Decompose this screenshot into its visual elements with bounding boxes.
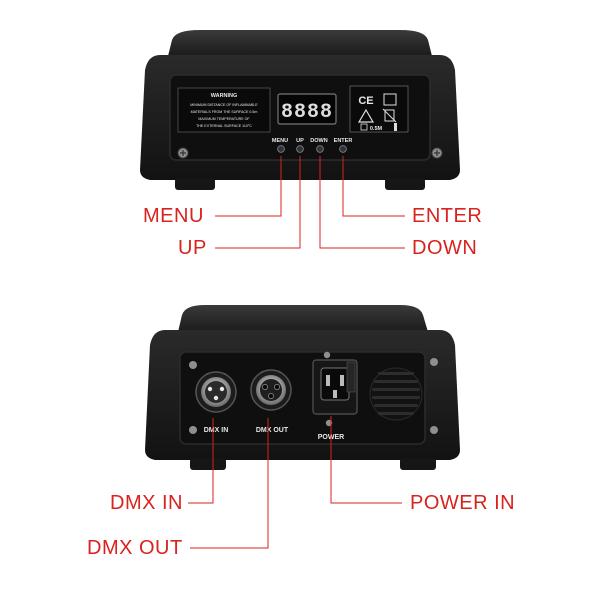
- warning-line: MATERIALS FROM THE SURFACE 0.5m: [191, 110, 258, 114]
- warning-title: WARNING: [211, 93, 238, 99]
- bottom-unit-foot-left: [190, 458, 226, 470]
- dmx-out-connector[interactable]: [250, 369, 292, 411]
- up-button[interactable]: [296, 145, 304, 153]
- callout-dmx-out: DMX OUT: [87, 537, 183, 559]
- bottom-unit-front-panel: [179, 351, 426, 445]
- vent-grille: [369, 367, 423, 421]
- screw-icon: [430, 426, 438, 434]
- warning-line: MINIMUM DISTANCE OF INFLAMMABLE: [190, 103, 258, 107]
- led-display-value: 8888: [281, 101, 333, 124]
- callout-dmx-in: DMX IN: [110, 492, 183, 514]
- distance-mark: 0.5M: [370, 126, 383, 132]
- label-bar: [394, 123, 397, 131]
- enter-button[interactable]: [339, 145, 347, 153]
- screw-icon: [189, 361, 197, 369]
- top-unit-foot-left: [175, 178, 215, 190]
- top-leader-lines: [215, 156, 405, 249]
- screw-icon: [189, 426, 197, 434]
- panel-label-down: DOWN: [310, 138, 327, 144]
- menu-button[interactable]: [277, 145, 285, 153]
- certification-box-icon: [383, 93, 397, 106]
- screw-slot: [434, 150, 440, 156]
- warning-label: WARNING MINIMUM DISTANCE OF INFLAMMABLE …: [177, 87, 271, 133]
- screw-slot: [180, 150, 186, 156]
- bottom-unit: DMX IN DMX OUT POWER: [145, 305, 460, 470]
- callout-up: UP: [178, 237, 207, 259]
- top-unit-foot-right: [385, 178, 425, 190]
- callout-menu: MENU: [143, 205, 204, 227]
- ce-mark-icon: CE: [358, 95, 373, 107]
- panel-label-up: UP: [296, 138, 304, 144]
- warning-triangle-icon: [357, 108, 375, 123]
- warning-line: MAXIMUM TEMPERATURE OF: [198, 117, 250, 121]
- warning-line: THE EXTERNAL SURFACE 110°C: [196, 124, 252, 128]
- top-unit: WARNING MINIMUM DISTANCE OF INFLAMMABLE …: [140, 30, 460, 190]
- callout-enter: ENTER: [412, 205, 483, 227]
- bottom-unit-foot-right: [400, 458, 436, 470]
- panel-label-dmx-out: DMX OUT: [256, 427, 289, 434]
- callout-down: DOWN: [412, 237, 478, 259]
- screw-icon: [323, 351, 331, 359]
- led-display: 8888: [277, 93, 337, 125]
- bottom-unit-head-cap: [178, 305, 428, 332]
- distance-icon: [360, 123, 368, 131]
- callout-power-in: POWER IN: [410, 492, 516, 514]
- power-inlet[interactable]: [312, 359, 358, 415]
- top-unit-head-cap: [168, 30, 432, 56]
- panel-label-dmx-in: DMX IN: [204, 427, 229, 434]
- certification-label: CE 0.5M: [349, 85, 409, 133]
- dmx-in-connector[interactable]: [195, 371, 237, 413]
- weee-bin-icon: [382, 108, 397, 123]
- screw-icon: [430, 358, 438, 366]
- panel-label-enter: ENTER: [334, 138, 353, 144]
- down-button[interactable]: [316, 145, 324, 153]
- bottom-leader-lines: [188, 416, 402, 549]
- panel-label-menu: MENU: [272, 138, 288, 144]
